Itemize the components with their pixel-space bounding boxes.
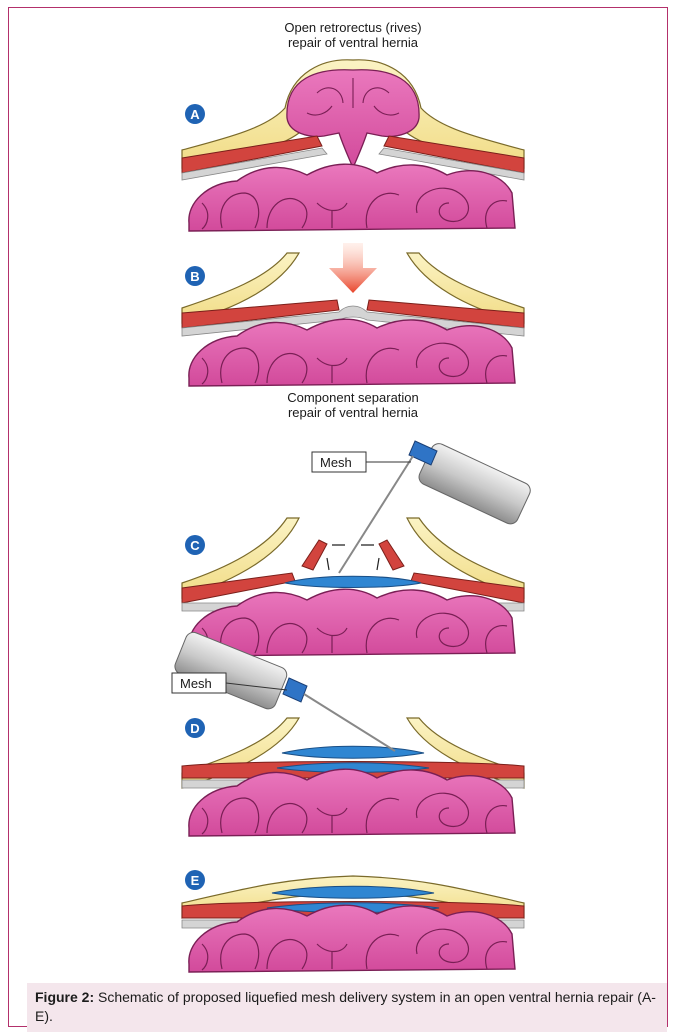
mesh-callout-d-text: Mesh — [180, 676, 212, 691]
panel-c-label: C — [190, 538, 200, 553]
panel-c: Mesh C — [182, 441, 533, 656]
figure-frame: Open retrorectus (rives) repair of ventr… — [8, 7, 668, 1027]
panel-a: A — [182, 60, 524, 231]
panel-b: B — [182, 243, 524, 386]
title-top-line1: Open retrorectus (rives) — [284, 20, 421, 35]
figure-caption: Figure 2: Schematic of proposed liquefie… — [27, 983, 667, 1032]
mesh-callout-c-text: Mesh — [320, 455, 352, 470]
title-mid-line2: repair of ventral hernia — [288, 405, 419, 420]
panel-d-label: D — [190, 721, 199, 736]
panel-d: Mesh D — [172, 630, 524, 836]
panel-e-label: E — [191, 873, 200, 888]
caption-prefix: Figure 2: — [35, 989, 94, 1005]
panel-e: E — [182, 870, 524, 972]
panel-b-label: B — [190, 269, 199, 284]
title-top-line2: repair of ventral hernia — [288, 35, 419, 50]
title-mid-line1: Component separation — [287, 390, 419, 405]
hernia-repair-illustration: Open retrorectus (rives) repair of ventr… — [167, 18, 539, 978]
caption-text: Schematic of proposed liquefied mesh del… — [35, 989, 656, 1024]
panel-a-label: A — [190, 107, 200, 122]
